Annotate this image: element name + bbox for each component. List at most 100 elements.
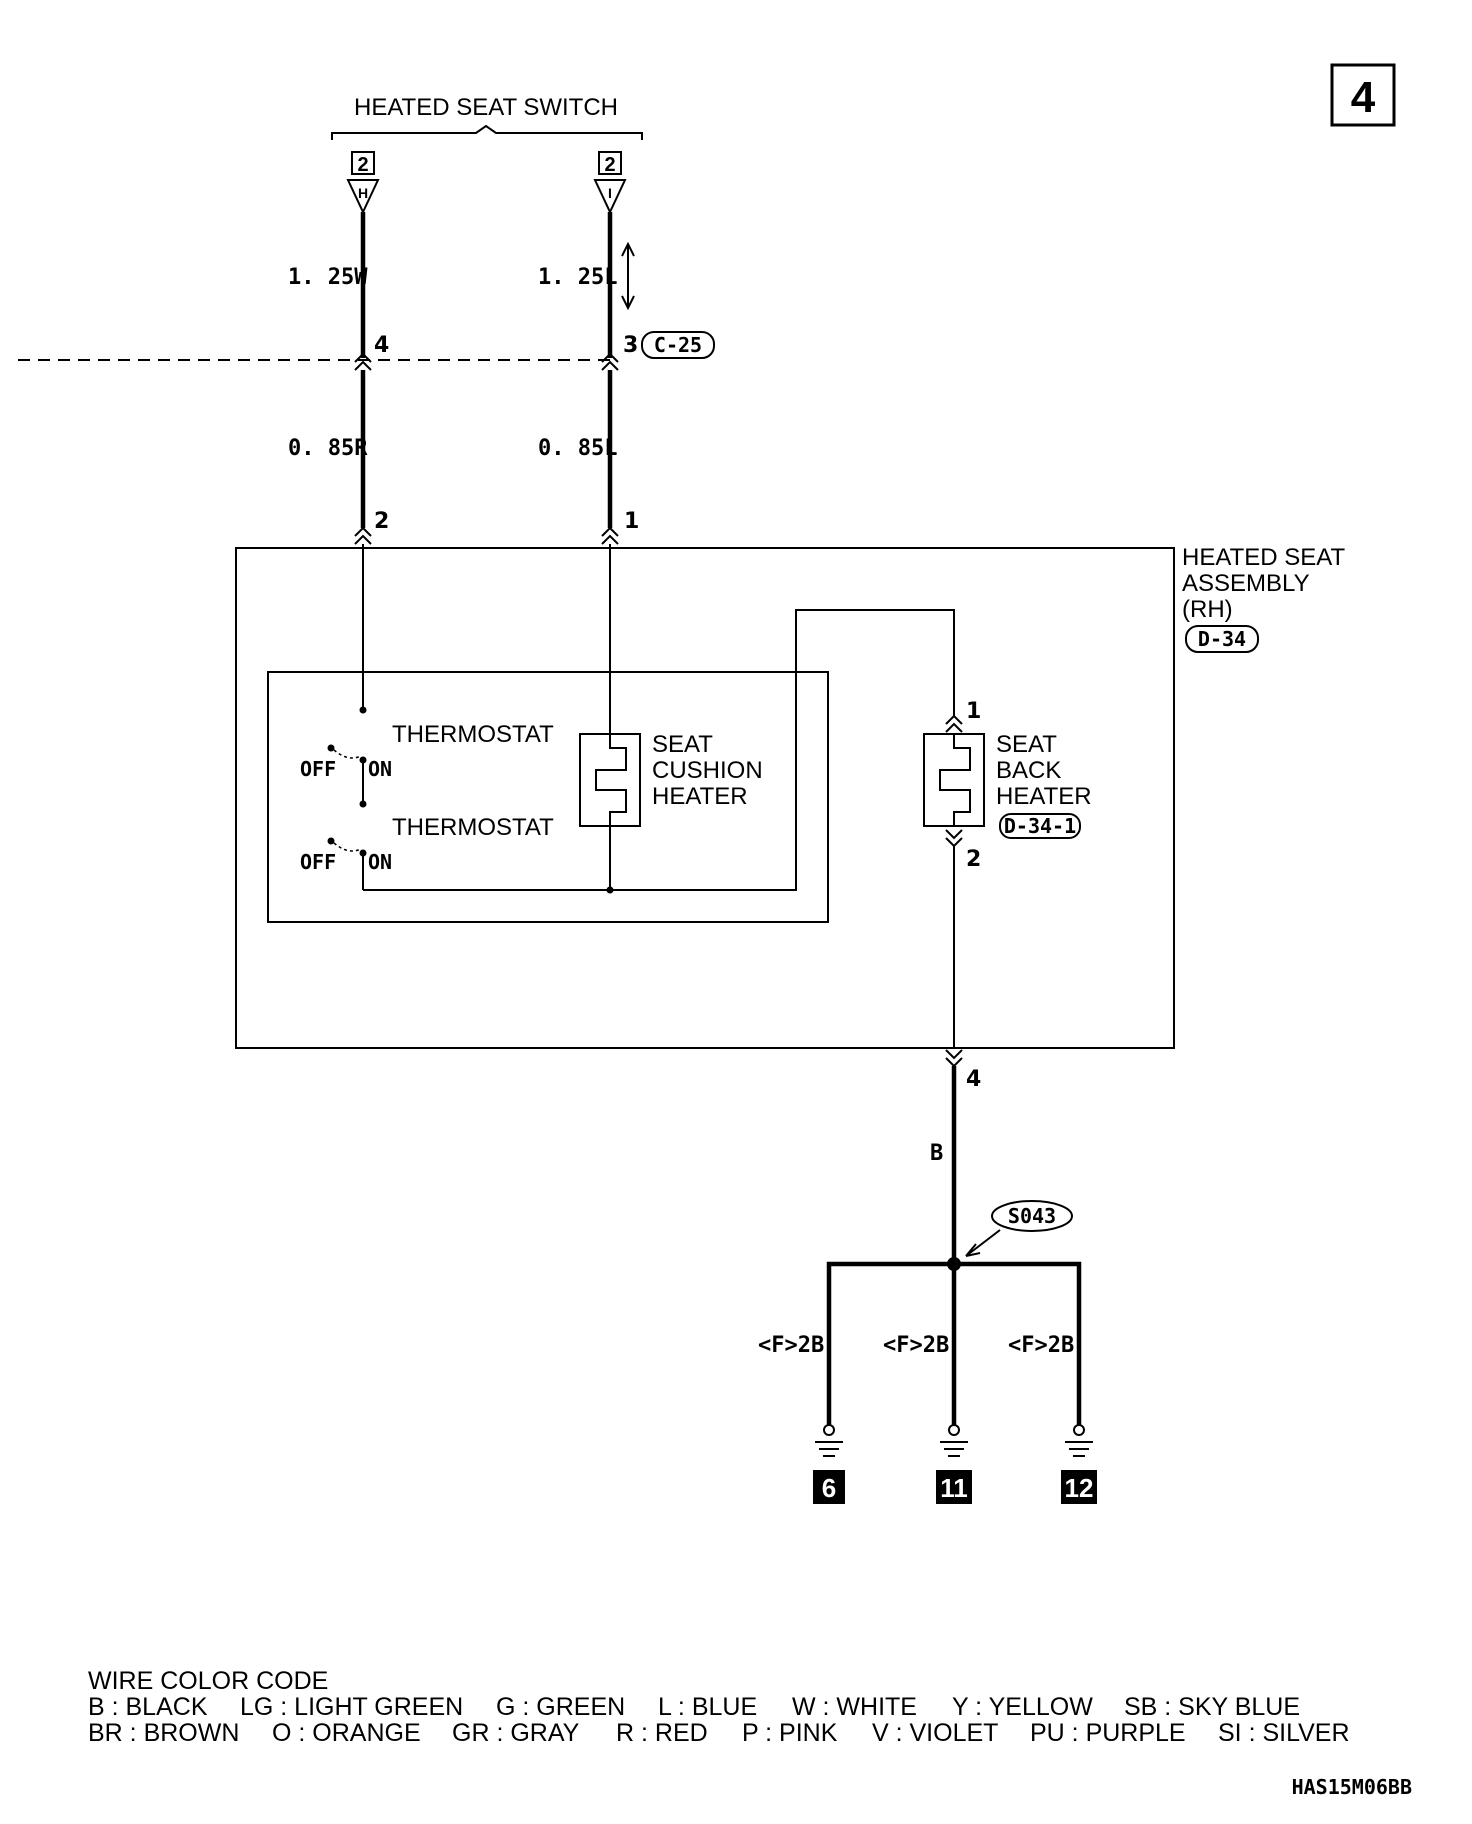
legend-entry-l: L : BLUE <box>658 1693 757 1721</box>
assembly-connector-right <box>601 526 619 545</box>
cushion-to-back-wire <box>363 609 955 891</box>
thermostat-1-blade <box>333 749 362 759</box>
legend-entry-v: V : VIOLET <box>872 1719 998 1747</box>
switch-title: HEATED SEAT SWITCH <box>354 94 618 121</box>
splice-label-oval <box>991 1200 1073 1232</box>
thermostat-2-off-point <box>327 837 335 845</box>
thermostat-1-label: THERMOSTAT <box>392 721 554 748</box>
legend-title: WIRE COLOR CODE <box>88 1667 328 1695</box>
ground-symbol-12 <box>1065 1424 1093 1457</box>
legend-entry-lg: LG : LIGHT GREEN <box>240 1693 463 1721</box>
branch-mid-label: <F>2B <box>883 1333 949 1358</box>
junction-connector: C-25 <box>654 333 702 357</box>
wire-label-0-85l: 0. 85L <box>538 436 617 461</box>
assembly-pin-out: 4 <box>966 1067 981 1092</box>
back-heater-pin-top: 1 <box>966 699 981 724</box>
back-heater-connector-box <box>999 813 1081 839</box>
legend-entry-b: B : BLACK <box>88 1693 208 1721</box>
switch-terminal-left <box>346 179 380 215</box>
back-heater-pin-bottom: 2 <box>966 847 981 872</box>
thermostat-1-on: ON <box>368 757 392 781</box>
back-heater-connector-bottom <box>945 829 963 848</box>
back-heater-connector-top <box>945 714 963 733</box>
cushion-junction-dot <box>606 886 614 894</box>
legend-entry-g: G : GREEN <box>496 1693 625 1721</box>
cushion-heater-line2: CUSHION <box>652 757 763 784</box>
ground-number-6: 6 <box>822 1473 836 1503</box>
junction-left-connector <box>354 352 372 371</box>
back-heater-connector: D-34-1 <box>1004 814 1076 838</box>
junction-pin-right: 3 <box>623 333 638 358</box>
document-code: HAS15M06BB <box>1292 1775 1412 1799</box>
branch-right-label: <F>2B <box>1008 1333 1074 1358</box>
legend-entry-w: W : WHITE <box>792 1693 917 1721</box>
switch-connector-left-box <box>351 151 375 175</box>
direction-arrow-heads <box>621 241 635 311</box>
splice-pointer <box>965 1229 1001 1257</box>
legend-entry-gr: GR : GRAY <box>452 1719 580 1747</box>
ground-wire-label: B <box>930 1141 943 1166</box>
thermostat-1-off-point <box>327 744 335 752</box>
thermostat-1-off: OFF <box>300 757 336 781</box>
assembly-connector-left <box>354 526 372 545</box>
wire-label-1-25l: 1. 25L <box>538 265 617 290</box>
ground-number-12-box <box>1061 1470 1097 1504</box>
assembly-connector: D-34 <box>1198 627 1246 651</box>
wire-label-0-85r: 0. 85R <box>288 436 368 461</box>
page-number: 4 <box>1351 73 1376 122</box>
switch-connector-left: 2 <box>357 154 368 176</box>
legend-entry-y: Y : YELLOW <box>952 1693 1093 1721</box>
legend-entry-br: BR : BROWN <box>88 1719 239 1747</box>
splice-label: S043 <box>1008 1204 1056 1228</box>
ground-symbol-6 <box>815 1424 843 1457</box>
junction-connector-box <box>641 331 715 359</box>
thermostat-2-contact-top <box>359 800 367 808</box>
cushion-heater-line3: HEATER <box>652 783 748 810</box>
splice-pointer-head <box>965 1243 981 1257</box>
thermostat-1-contact-top <box>359 706 367 714</box>
back-heater-line3: HEATER <box>996 783 1092 810</box>
ground-number-12: 12 <box>1065 1473 1094 1503</box>
branch-left-label: <F>2B <box>758 1333 824 1358</box>
assembly-pin-left: 2 <box>374 509 389 534</box>
switch-connector-right-box <box>598 151 622 175</box>
assembly-title-line1: HEATED SEAT <box>1182 544 1345 571</box>
seat-cushion-heater-element <box>595 734 627 826</box>
legend-entry-r: R : RED <box>616 1719 708 1747</box>
seat-back-heater-element <box>939 734 971 826</box>
assembly-connector-box <box>1185 625 1259 653</box>
switch-brace <box>331 124 643 140</box>
thermostat-2-label: THERMOSTAT <box>392 814 554 841</box>
assembly-exit-connector <box>945 1049 963 1068</box>
back-heater-line2: BACK <box>996 757 1061 784</box>
junction-right-connector <box>601 352 619 371</box>
legend-entry-o: O : ORANGE <box>272 1719 421 1747</box>
assembly-pin-right: 1 <box>624 509 639 534</box>
back-heater-line1: SEAT <box>996 731 1057 758</box>
ground-number-6-box <box>813 1470 845 1504</box>
legend-entry-p: P : PINK <box>742 1719 838 1747</box>
junction-pin-left: 4 <box>374 333 389 358</box>
assembly-title-line2: ASSEMBLY <box>1182 570 1310 597</box>
switch-terminal-right <box>593 179 627 215</box>
ground-symbol-11 <box>940 1424 968 1457</box>
wire-label-1-25w: 1. 25W <box>288 265 368 290</box>
legend-entry-pu: PU : PURPLE <box>1030 1719 1186 1747</box>
legend-entry-sb: SB : SKY BLUE <box>1124 1693 1300 1721</box>
switch-pin-right: I <box>608 185 612 201</box>
thermostat-2-blade <box>333 842 362 852</box>
heated-seat-assembly-box <box>235 547 1175 1049</box>
thermostat-2-on: ON <box>368 850 392 874</box>
switch-pin-left: H <box>358 185 368 201</box>
page-number-box <box>1330 63 1396 127</box>
ground-number-11: 11 <box>940 1473 968 1503</box>
assembly-title-line3: (RH) <box>1182 596 1233 623</box>
switch-connector-right: 2 <box>604 154 615 176</box>
cushion-heater-line1: SEAT <box>652 731 713 758</box>
thermostat-2-off: OFF <box>300 850 336 874</box>
ground-number-11-box <box>936 1470 972 1504</box>
legend-entry-si: SI : SILVER <box>1218 1719 1350 1747</box>
seat-cushion-box <box>267 671 829 923</box>
